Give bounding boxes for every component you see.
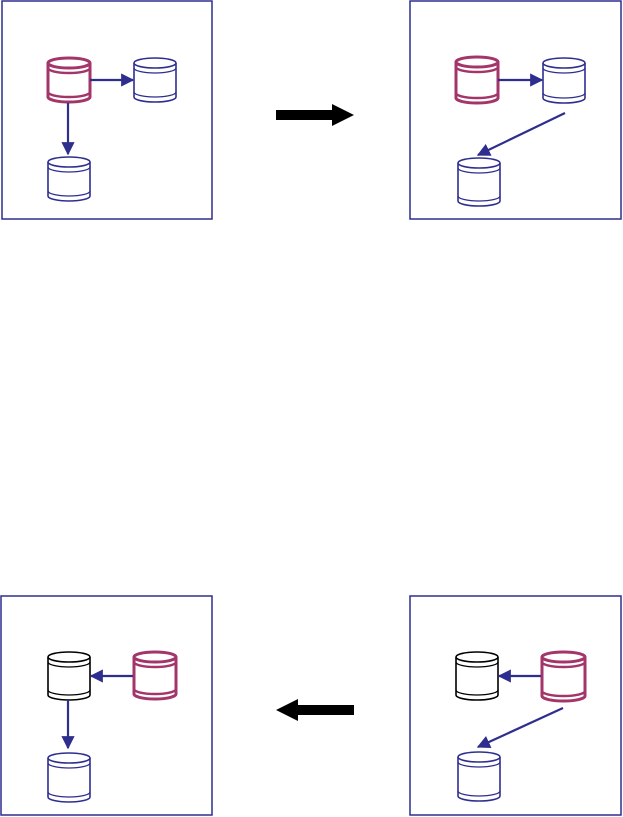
database-demoted-icon xyxy=(48,652,90,700)
database-replica-icon xyxy=(543,58,585,103)
database-demoted-icon xyxy=(456,652,498,700)
panel-frame xyxy=(410,596,621,815)
panel-top-right xyxy=(410,1,621,219)
panel-frame xyxy=(1,596,212,815)
database-primary-icon xyxy=(48,58,90,102)
database-replica-icon xyxy=(458,158,500,206)
panel-frame xyxy=(410,1,621,219)
panel-bottom-right xyxy=(410,596,621,815)
replication-link xyxy=(478,708,563,747)
transition-arrow-right-icon xyxy=(276,104,354,126)
database-replica-icon xyxy=(48,157,90,201)
database-primary-icon xyxy=(542,652,585,701)
database-replica-icon xyxy=(48,753,90,802)
panel-bottom-left xyxy=(1,596,212,815)
transition-arrow-left-icon xyxy=(276,699,354,721)
panel-top-left xyxy=(2,1,212,219)
database-replica-icon xyxy=(458,752,500,801)
database-primary-icon xyxy=(134,652,176,699)
panel-frame xyxy=(2,1,212,219)
database-replica-icon xyxy=(134,58,176,102)
database-primary-icon xyxy=(456,57,498,103)
replication-link xyxy=(478,113,565,155)
